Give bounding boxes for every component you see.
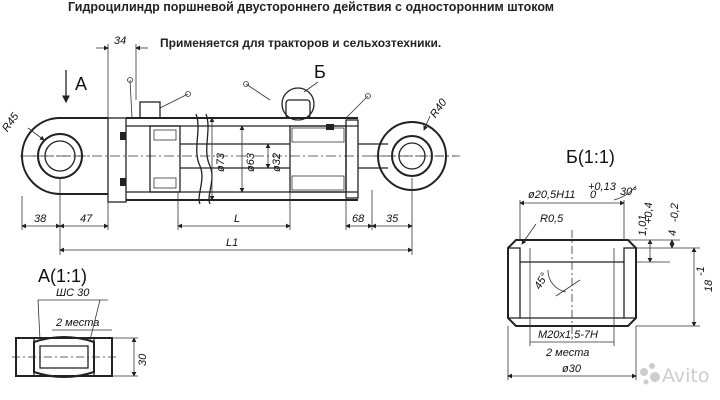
avito-watermark: Avito [640,363,709,387]
detail-a-note2: 2 места [55,317,99,329]
detail-b-dim-h: 18 [703,279,715,292]
radius-left: R45 [0,110,22,134]
detail-b-bore-tol-upper: +0,13 [588,181,617,193]
cylinder-main-view: А Б R45 R40 ø73 ø63 ø32 34 38 47 [0,35,460,255]
drawing-title: Гидроцилиндр поршневой двустороннего дей… [68,0,555,14]
dim-35: 35 [386,213,399,225]
dim-l: L [234,213,240,225]
diameter-32: ø32 [271,153,283,172]
rod-gland [289,125,347,193]
detail-a-view: А(1:1) ШС 30 2 места 30 [12,266,149,378]
detail-a-title: А(1:1) [38,266,87,286]
diameter-73: ø73 [215,152,227,172]
dim-38: 38 [34,213,47,225]
label-a: А [75,74,87,94]
dim-47: 47 [80,213,93,225]
detail-b-bore: ø20,5H11 [528,189,576,201]
dim-l1: L1 [226,237,238,249]
detail-b-dim-a-tol: +0,4 [643,202,655,224]
drawing-subtitle: Применяется для тракторов и сельхозтехни… [160,36,442,50]
dim-68: 68 [352,213,365,225]
detail-b-dim-h-tol: -1 [695,266,707,276]
barrel-break-left [195,113,203,205]
barrel-break-right [205,113,213,205]
dim-34: 34 [114,35,126,47]
detail-b-bore-tol-lower: 0 [590,189,597,201]
detail-b-radius: R0,5 [540,213,564,225]
detail-a-dim-30: 30 [137,353,149,366]
detail-b-view: Б(1:1) ø20,5H11 +0,13 0 30° R0,5 1,01 +0… [507,147,715,380]
detail-b-note: 2 места [545,347,589,359]
port-left [139,101,161,119]
radius-right: R40 [428,96,450,120]
detail-b-circle [281,87,315,121]
detail-a-note1: ШС 30 [56,287,90,299]
watermark-text: Avito [662,365,709,387]
port-right [285,99,311,119]
detail-b-dim-a: 1,01 [637,215,649,236]
detail-b-dim-b-tol: -0,2 [669,203,681,222]
detail-b-title: Б(1:1) [566,147,615,167]
detail-b-dim-b: 4 [667,230,679,236]
diameter-63: ø63 [245,152,257,172]
left-end-cap [107,117,127,203]
label-b: Б [314,62,326,82]
detail-b-dim-d: ø30 [562,363,582,375]
piston [149,125,181,193]
detail-b-thread: M20x1,5-7H [538,329,598,341]
